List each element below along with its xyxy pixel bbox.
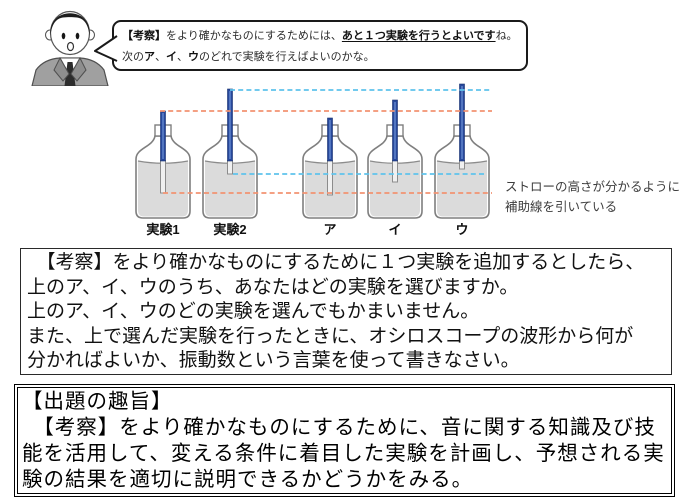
straw [327,117,333,162]
question-box: 【考察】をより確かなものにするために１つ実験を追加するとしたら、 上のア、イ、ウ… [20,248,672,375]
avatar-figure [31,10,109,87]
straw [160,110,166,162]
speech-underlined-phrase: あと１つ実験を行うとよいです [341,30,496,42]
right-lapel [70,56,87,82]
annotation-line-2: 補助線を引いている [505,200,618,214]
purpose-line: 験の結果を適切に説明できるかどうかをみる。 [22,469,474,491]
straw [227,88,233,162]
bottle-i [367,99,423,219]
purpose-heading: 【出題の趣旨】 [22,391,173,413]
bottle-a [302,117,358,219]
bottle-label-u: ウ [455,222,469,237]
open-mouth [66,41,75,52]
straw-submerged [160,160,166,194]
question-line: 上のア、イ、ウのうち、あなたはどの実験を選びますか。 [27,276,519,298]
straw [392,99,398,162]
straw-submerged [327,160,333,196]
left-eye [61,32,66,40]
straw-submerged [459,160,465,170]
bottle-jikken2 [202,88,258,219]
bottle-label-i: イ [388,222,402,237]
teacher-avatar [27,2,113,87]
straw [459,83,465,162]
question-line: 分かればよいか、振動数という言葉を使って書きなさい。 [27,350,520,371]
speech-line-2: 次のア、イ、ウのどれで実験を行えばよいのかな。 [122,50,375,63]
straw-submerged [392,160,398,183]
left-lapel [53,56,70,82]
annotation-line-1: ストローの高さが分かるように [505,180,681,194]
bottle-jikken1 [135,110,191,219]
speech-bold-kousatsu: 【考察】 [122,30,166,42]
straw-submerged [227,160,233,175]
purpose-box: 【出題の趣旨】 【考察】をより確かなものにするために、音に関する知識及び技 能を… [14,384,675,497]
necktie [64,62,76,86]
right-eye [75,32,80,40]
question-line: 上のア、イ、ウのどの実験を選んでもかまいません。 [27,301,480,322]
purpose-line: 能を活用して、変える条件に着目した実験を計画し、予想される実 [22,443,665,465]
bottle-label-jikken1: 実験1 [146,222,180,237]
question-line: また、上で選んだ実験を行ったときに、オシロスコープの波形から何が [27,325,634,347]
question-line: 【考察】をより確かなものにするために１つ実験を追加するとしたら、 [27,252,645,273]
speech-bubble-tail [94,35,118,62]
bottle-label-jikken2: 実験2 [213,222,247,237]
speech-bubble: 【考察】をより確かなものにするためには、あと１つ実験を行うとよいですね。 次のア… [94,20,528,71]
speech-line-1: 【考察】をより確かなものにするためには、あと１つ実験を行うとよいですね。 [122,30,518,42]
purpose-line: 【考察】をより確かなものにするために、音に関する知識及び技 [22,417,656,439]
bottle-u [434,83,490,219]
bottle-label-a: ア [323,222,337,237]
